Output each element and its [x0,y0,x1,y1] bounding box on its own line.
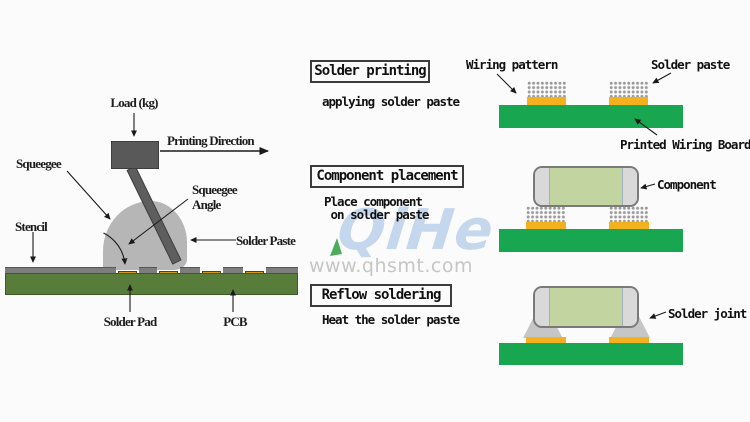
step-box-reflow-soldering: Reflow soldering [310,284,452,307]
step-desc-component-placement: Place component on solder paste [324,194,429,222]
component-chip [533,286,639,328]
wiring-pattern-pad [609,222,649,229]
step-box-component-placement: Component placement [310,165,464,188]
solder-paste-balls [609,206,649,223]
wiring-pattern-pad [526,337,566,344]
stencil-strip [223,267,243,273]
stencil-strip [139,267,157,273]
stencil-strip [5,267,116,273]
label-load: Load (kg) [110,95,158,110]
wiring-pattern-pad [609,337,649,344]
label-solder-pad: Solder Pad [103,314,158,329]
watermark-url: www.qhsmt.com [309,255,473,277]
step-desc-solder-printing: applying solder paste [322,94,460,109]
step-box-solder-printing: Solder printing [310,60,430,83]
label-solder-joint: Solder joint [668,306,747,321]
wiring-pattern-pad [527,97,566,105]
pcb-board [5,273,298,295]
component-body [550,288,622,326]
stencil-strip [180,267,200,273]
label-squeegee: Squeegee [16,156,62,171]
printed-wiring-board [499,229,683,252]
label-component: Component [657,177,717,192]
step-desc-reflow-soldering: Heat the solder paste [322,312,460,327]
label-solder-paste: Solder Paste [236,233,296,248]
wiring-pattern-pad [609,97,648,105]
component-terminal [535,168,550,205]
printed-wiring-board [499,105,683,128]
solder-paste-balls [527,81,566,97]
label-pcb: PCB [223,314,247,329]
component-terminal [535,288,550,326]
component-terminal [622,168,637,205]
label-solder-paste-right: Solder paste [651,57,730,72]
label-squeegee-angle: Squeegee Angle [192,182,238,212]
solder-paste-balls [526,206,566,223]
label-stencil: Stencil [15,219,48,234]
label-printed-wiring-board: Printed Wiring Board [620,137,750,152]
component-chip [533,166,639,207]
squeegee-holder [111,141,159,169]
wiring-pattern-pad [526,222,566,229]
printed-wiring-board [499,343,683,365]
solder-paste-balls [609,81,648,97]
label-printing-direction: Printing Direction [167,133,255,148]
stencil-strip [266,267,298,273]
label-wiring-pattern: Wiring pattern [466,57,558,72]
component-body [550,168,622,205]
component-terminal [622,288,637,326]
